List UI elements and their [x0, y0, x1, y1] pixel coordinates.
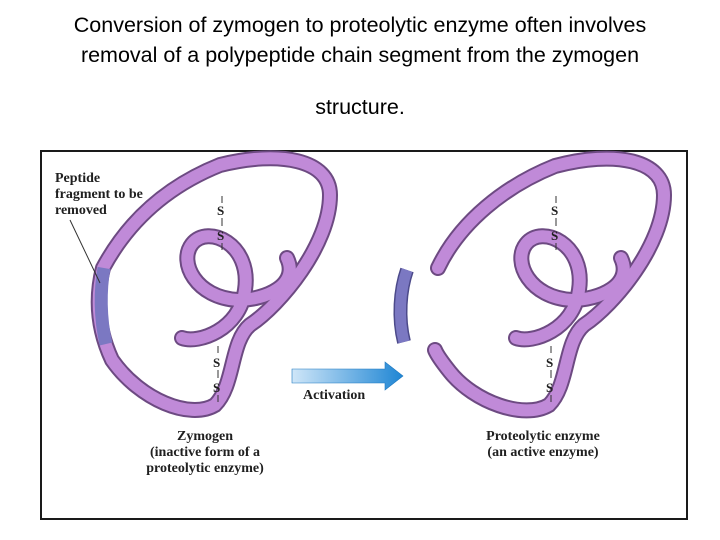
enzyme-label-line-2: (an active enzyme)	[487, 445, 599, 460]
peptide-pointer-line	[69, 219, 101, 284]
enzyme-caption: Proteolytic enzyme (an active enzyme)	[486, 429, 600, 460]
disulfide-s-label: S	[551, 228, 558, 243]
disulfide-s-label: S	[213, 380, 220, 395]
zymogen-molecule	[90, 150, 339, 418]
active-enzyme-molecule	[427, 150, 673, 419]
zymogen-label-line-2: (inactive form of a	[150, 445, 260, 460]
title-line-2: removal of a polypeptide chain segment f…	[80, 43, 640, 67]
disulfide-s-label: S	[213, 355, 220, 370]
peptide-label-line-1: Peptide	[55, 171, 100, 186]
activation-label: Activation	[303, 388, 365, 403]
disulfide-s-label: S	[546, 380, 553, 395]
zymogen-disulfide-bonds: S S S S	[213, 196, 224, 402]
zymogen-caption: Zymogen (inactive form of a proteolytic …	[146, 429, 264, 476]
disulfide-s-label: S	[551, 203, 558, 218]
enzyme-disulfide-bonds: S S S S	[546, 196, 558, 402]
enzyme-label-line-1: Proteolytic enzyme	[486, 429, 600, 444]
zymogen-label-line-3: proteolytic enzyme)	[146, 461, 264, 476]
zymogen-label-line-1: Zymogen	[177, 429, 233, 444]
title-line-1: Conversion of zymogen to proteolytic enz…	[73, 13, 647, 37]
disulfide-s-label: S	[217, 228, 224, 243]
slide-title: Conversion of zymogen to proteolytic enz…	[0, 10, 720, 122]
peptide-fragment-label: Peptide fragment to be removed	[55, 171, 143, 284]
disulfide-s-label: S	[217, 203, 224, 218]
disulfide-s-label: S	[546, 355, 553, 370]
activation-arrow: Activation	[291, 361, 404, 403]
peptide-label-line-3: removed	[55, 203, 107, 218]
removed-peptide-fragment	[394, 268, 413, 344]
arrow-icon	[291, 361, 404, 391]
title-line-3: structure.	[315, 95, 405, 119]
peptide-fragment	[94, 266, 113, 346]
peptide-label-line-2: fragment to be	[55, 187, 143, 202]
